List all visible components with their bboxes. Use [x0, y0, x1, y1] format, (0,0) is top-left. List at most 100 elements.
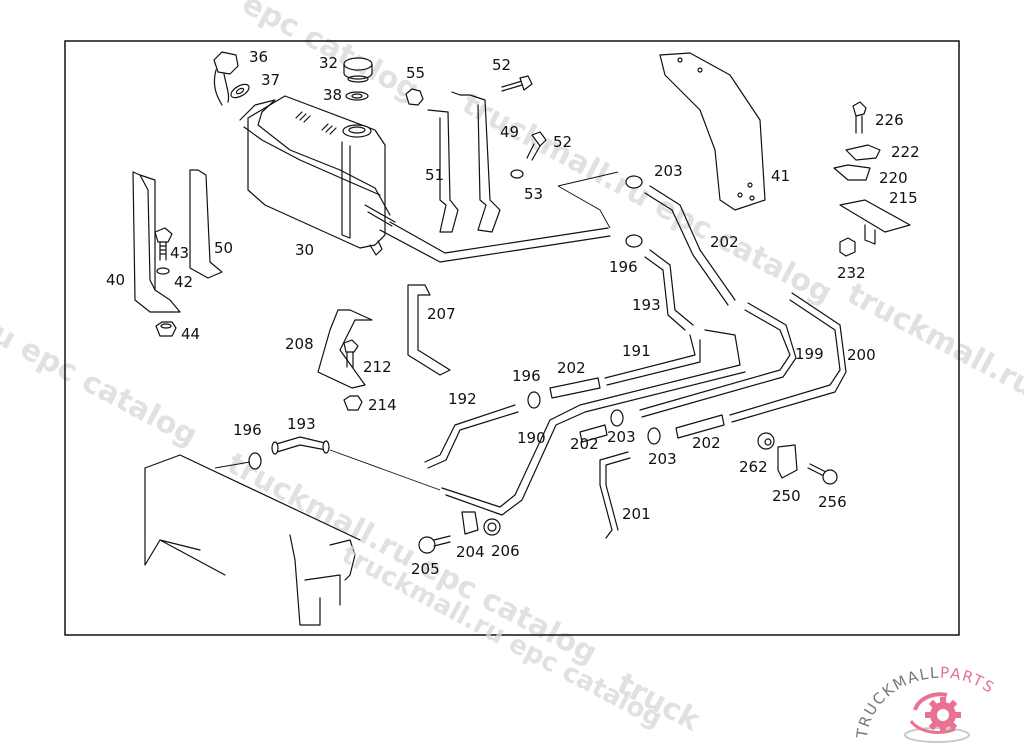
seal-ring-part-37[interactable]	[229, 82, 251, 101]
pipe-part-201[interactable]	[599, 451, 631, 539]
pipe-part-199[interactable]	[639, 302, 797, 418]
pipe-part-200[interactable]	[729, 292, 847, 423]
callout-202[interactable]: 202	[692, 434, 721, 452]
hose-part-202[interactable]	[644, 185, 736, 306]
callout-206[interactable]: 206	[491, 542, 520, 560]
bolt-part-226[interactable]	[852, 101, 867, 134]
callout-250[interactable]: 250	[772, 487, 801, 505]
hose-clamp-part-203-b[interactable]	[610, 409, 624, 427]
hose-part-202-d[interactable]	[675, 414, 725, 439]
nut-part-262[interactable]	[757, 432, 775, 450]
callout-43[interactable]: 43	[170, 244, 189, 262]
callout-232[interactable]: 232	[837, 264, 866, 282]
callout-207[interactable]: 207	[427, 305, 456, 323]
callout-30[interactable]: 30	[295, 241, 314, 259]
hose-part-202-c[interactable]	[579, 424, 608, 443]
expansion-tank-part-30[interactable]	[239, 95, 396, 256]
callout-50[interactable]: 50	[214, 239, 233, 257]
callout-196[interactable]: 196	[512, 367, 541, 385]
clip-part-222[interactable]	[845, 144, 881, 161]
hose-clamp-part-196-c[interactable]	[248, 452, 262, 470]
cap-part-32[interactable]	[343, 57, 373, 83]
callout-190[interactable]: 190	[517, 429, 546, 447]
callout-42[interactable]: 42	[174, 273, 193, 291]
hose-part-193-b[interactable]	[271, 436, 330, 455]
hose-clamp-part-196[interactable]	[625, 234, 643, 248]
callout-200[interactable]: 200	[847, 346, 876, 364]
hose-part-202-b[interactable]	[549, 377, 601, 399]
strap-part-49[interactable]	[451, 91, 501, 233]
strap-part-51[interactable]	[427, 109, 459, 233]
hose-clamp-part-203[interactable]	[625, 175, 643, 189]
callout-196[interactable]: 196	[233, 421, 262, 439]
callout-208[interactable]: 208	[285, 335, 314, 353]
callout-196[interactable]: 196	[609, 258, 638, 276]
callout-222[interactable]: 222	[891, 143, 920, 161]
tank-cap-part-36[interactable]	[213, 51, 239, 106]
radiator[interactable]	[144, 454, 361, 626]
callout-55[interactable]: 55	[406, 64, 425, 82]
callout-203[interactable]: 203	[654, 162, 683, 180]
callout-262[interactable]: 262	[739, 458, 768, 476]
callout-51[interactable]: 51	[425, 166, 444, 184]
washer-part-42[interactable]	[156, 267, 170, 275]
clip-part-250[interactable]	[777, 444, 798, 479]
callout-226[interactable]: 226	[875, 111, 904, 129]
callout-52[interactable]: 52	[553, 133, 572, 151]
callout-215[interactable]: 215	[889, 189, 918, 207]
nut-part-232[interactable]	[839, 237, 856, 257]
callout-199[interactable]: 199	[795, 345, 824, 363]
callout-53[interactable]: 53	[524, 185, 543, 203]
bolt-part-43[interactable]	[154, 227, 173, 261]
nut-part-214[interactable]	[343, 395, 363, 411]
callout-202[interactable]: 202	[557, 359, 586, 377]
callout-36[interactable]: 36	[249, 48, 268, 66]
callout-203[interactable]: 203	[607, 428, 636, 446]
pipe-part-192[interactable]	[424, 404, 519, 469]
hose-clamp-part-196-b[interactable]	[527, 391, 541, 409]
callout-193[interactable]: 193	[287, 415, 316, 433]
hose-clamp-part-203-c[interactable]	[647, 427, 661, 445]
clamp-part-204[interactable]	[461, 511, 479, 535]
callout-212[interactable]: 212	[363, 358, 392, 376]
callout-202[interactable]: 202	[710, 233, 739, 251]
bolt-part-205[interactable]	[418, 535, 451, 554]
callout-41[interactable]: 41	[771, 167, 790, 185]
callout-256[interactable]: 256	[818, 493, 847, 511]
clip-part-220[interactable]	[833, 164, 871, 181]
nut-part-206[interactable]	[483, 518, 501, 536]
callout-192[interactable]: 192	[448, 390, 477, 408]
nut-part-44[interactable]	[155, 321, 177, 337]
callout-214[interactable]: 214	[368, 396, 397, 414]
bolt-part-256[interactable]	[807, 463, 838, 485]
callout-49[interactable]: 49	[500, 123, 519, 141]
callout-203[interactable]: 203	[648, 450, 677, 468]
callout-202[interactable]: 202	[570, 435, 599, 453]
callout-201[interactable]: 201	[622, 505, 651, 523]
nut-part-55[interactable]	[405, 88, 424, 106]
callout-220[interactable]: 220	[879, 169, 908, 187]
bracket-part-40[interactable]	[132, 171, 181, 313]
gasket-part-38[interactable]	[345, 91, 369, 101]
callout-37[interactable]: 37	[261, 71, 280, 89]
callout-40[interactable]: 40	[106, 271, 125, 289]
bracket-part-50[interactable]	[189, 169, 223, 279]
callout-38[interactable]: 38	[323, 86, 342, 104]
callout-44[interactable]: 44	[181, 325, 200, 343]
bracket-part-41[interactable]	[659, 52, 766, 211]
bolt-part-52-b[interactable]	[526, 131, 547, 161]
callout-191[interactable]: 191	[622, 342, 651, 360]
pipe-part-190[interactable]	[441, 329, 746, 516]
pipe-part-191[interactable]	[604, 334, 701, 386]
bolt-part-52[interactable]	[501, 75, 533, 92]
hose-part-193[interactable]	[644, 249, 694, 331]
truckmallparts-logo[interactable]: TRUCKMALLPARTS	[853, 655, 1024, 750]
callout-193[interactable]: 193	[632, 296, 661, 314]
bracket-part-208[interactable]	[317, 309, 373, 389]
plate-part-215[interactable]	[839, 199, 911, 245]
tank-outlet-pipe[interactable]	[379, 221, 611, 263]
callout-204[interactable]: 204	[456, 543, 485, 561]
callout-52[interactable]: 52	[492, 56, 511, 74]
bolt-part-212[interactable]	[343, 339, 359, 368]
callout-32[interactable]: 32	[319, 54, 338, 72]
